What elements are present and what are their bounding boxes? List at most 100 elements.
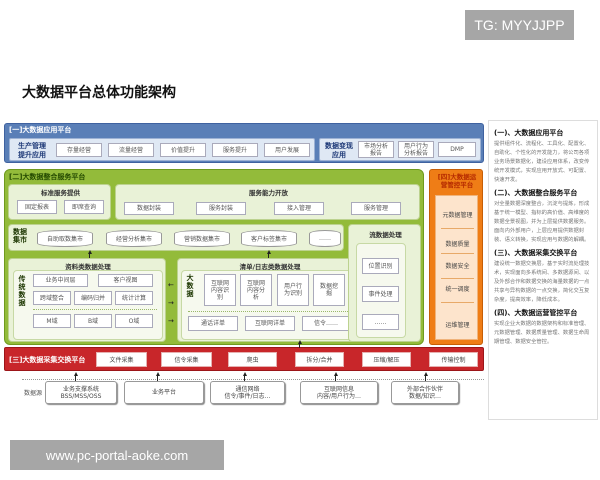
process-item: 用户行 为识别 bbox=[277, 274, 309, 306]
app-item: DMP bbox=[438, 142, 476, 157]
data-mart-cylinder: 自助取数集市 bbox=[37, 230, 93, 247]
data-source-item: 外部合作伙伴 数据/知识… bbox=[391, 381, 459, 404]
domain-item: M域 bbox=[33, 314, 71, 328]
arrow-up-icon bbox=[243, 372, 247, 376]
group-label: 数据变现 应用 bbox=[325, 142, 353, 159]
operations-items: 元数据管理 数据质量 数据安全 统一调度 运维管理 bbox=[435, 195, 478, 340]
data-mart-cylinder: 营销数据集市 bbox=[174, 230, 230, 247]
standard-service-panel: 标准服务提供 固定报表 即席查询 bbox=[8, 184, 111, 220]
connector-line bbox=[299, 344, 300, 348]
data-mart-cylinder: 经营分析集市 bbox=[106, 230, 162, 247]
collection-item: 信令采集 bbox=[161, 352, 212, 367]
ops-item: 统一调度 bbox=[445, 286, 470, 293]
app-item: 市场分析 报告 bbox=[358, 141, 394, 158]
bigdata-inner: 大 数 据 互联网 内容识 别 互联网 内容分 析 用户行 为识别 数据挖 掘 … bbox=[181, 270, 357, 340]
description-heading: (四)、大数据运营管控平台 bbox=[494, 309, 578, 317]
process-item: 互联网 内容识 别 bbox=[204, 274, 236, 306]
arrow-up-icon bbox=[334, 372, 338, 376]
layer2-header: [二]大数据整合服务平台 bbox=[9, 173, 86, 181]
production-management-group: 生产管理 提升应用 存量经营 流量经营 价值提升 服务提升 用户发展 bbox=[9, 138, 315, 161]
divider bbox=[188, 311, 354, 312]
data-mart-label: 数据 集市 bbox=[13, 228, 27, 244]
connector-line bbox=[157, 376, 158, 382]
capability-item: 服务管理 bbox=[351, 202, 401, 215]
panel-title: 服务能力开放 bbox=[249, 189, 288, 197]
collection-item: 传输控制 bbox=[429, 352, 478, 367]
connector-line bbox=[335, 376, 336, 382]
description-heading: (二)、大数据整合服务平台 bbox=[494, 189, 578, 197]
arrow-up-icon bbox=[298, 340, 302, 344]
capability-item: 接入管理 bbox=[274, 202, 324, 215]
group-label: 生产管理 提升应用 bbox=[18, 142, 46, 159]
description-body: 对全量数据深度整合，沉淀与提炼，形成基于统一模型、指标的高价值、高维度的数据全景… bbox=[494, 201, 590, 243]
traditional-data-panel: 资料类数据处理 传统 数据 业务中间层 客户视图 跨域整合 编码归并 统计计算 … bbox=[8, 258, 166, 342]
process-item: 编码归并 bbox=[74, 291, 112, 305]
watermark-top: TG: MYYJJPP bbox=[465, 10, 574, 40]
divider bbox=[441, 228, 474, 229]
divider bbox=[33, 309, 157, 310]
connector-line bbox=[425, 376, 426, 382]
arrow-up-icon bbox=[88, 250, 92, 254]
data-source-label: 数据源 bbox=[24, 390, 43, 397]
app-item: 用户行为 分析报告 bbox=[398, 141, 434, 158]
arrow-left-icon: ← bbox=[168, 281, 174, 289]
connector-line bbox=[75, 376, 76, 382]
app-item: 价值提升 bbox=[160, 143, 206, 157]
ops-item: 数据安全 bbox=[445, 263, 470, 270]
process-item: 互联网 内容分 析 bbox=[240, 274, 272, 306]
domain-item: O域 bbox=[115, 314, 153, 328]
data-source-item: 互联网信息 内容/用户行为… bbox=[300, 381, 378, 404]
layer-operations-control-platform: [四]大数据运 营管控平台 元数据管理 数据质量 数据安全 统一调度 运维管理 bbox=[429, 169, 483, 345]
layer1-header: [一]大数据应用平台 bbox=[9, 126, 72, 134]
capability-item: 数据封装 bbox=[124, 202, 174, 215]
data-source-item: 业务支撑系统 BSS/MSS/OSS bbox=[45, 381, 117, 404]
stream-panel: 流数据处理 位置识别 事件处理 …… bbox=[348, 224, 421, 342]
capability-open-panel: 服务能力开放 数据封装 服务封装 接入管理 服务管理 bbox=[115, 184, 420, 220]
collection-item: 压缩/解压 bbox=[362, 352, 411, 367]
layer4-header: [四]大数据运 营管控平台 bbox=[437, 173, 477, 189]
watermark-bottom: www.pc-portal-aoke.com bbox=[10, 440, 224, 470]
layer-integration-platform: [二]大数据整合服务平台 标准服务提供 固定报表 即席查询 服务能力开放 数据封… bbox=[4, 169, 424, 345]
traditional-inner: 传统 数据 业务中间层 客户视图 跨域整合 编码归并 统计计算 M域 B域 O域 bbox=[13, 270, 163, 340]
panel-title: 流数据处理 bbox=[369, 231, 402, 239]
page-title: 大数据平台总体功能架构 bbox=[22, 85, 176, 101]
description-heading: (三)、大数据采集交换平台 bbox=[494, 249, 578, 257]
collection-item: 爬虫 bbox=[228, 352, 277, 367]
collection-item: 拆分/合并 bbox=[295, 352, 344, 367]
panel-title: 资料类数据处理 bbox=[65, 263, 111, 271]
traditional-label: 传统 数据 bbox=[18, 275, 26, 307]
arrow-right-icon: → bbox=[168, 317, 174, 325]
divider bbox=[441, 253, 474, 254]
panel-title: 清单/日志类数据处理 bbox=[239, 263, 301, 271]
data-mart-cylinder: 客户标签集市 bbox=[241, 230, 297, 247]
process-item: 业务中间层 bbox=[33, 274, 88, 287]
arrow-right-icon: → bbox=[168, 299, 174, 307]
stream-item: 位置识别 bbox=[362, 258, 399, 274]
divider bbox=[441, 278, 474, 279]
data-source-item: 业务平台 bbox=[124, 381, 204, 404]
layer-application-platform: [一]大数据应用平台 生产管理 提升应用 存量经营 流量经营 价值提升 服务提升… bbox=[4, 123, 484, 163]
ops-item: 运维管理 bbox=[445, 322, 470, 329]
ops-item: 数据质量 bbox=[445, 241, 470, 248]
detail-item: 信令…… bbox=[302, 316, 350, 331]
layer3-header: [三]大数据采集交换平台 bbox=[9, 356, 86, 364]
bigdata-label: 大 数 据 bbox=[186, 274, 194, 298]
data-monetization-group: 数据变现 应用 市场分析 报告 用户行为 分析报告 DMP bbox=[319, 138, 481, 161]
app-item: 流量经营 bbox=[108, 143, 154, 157]
panel-title: 标准服务提供 bbox=[41, 189, 80, 197]
source-divider bbox=[22, 379, 484, 380]
service-item: 即席查询 bbox=[64, 200, 104, 214]
arrow-up-icon bbox=[74, 372, 78, 376]
arrow-up-icon bbox=[424, 372, 428, 376]
detail-item: 通话详单 bbox=[188, 316, 238, 331]
detail-item: 互联网详单 bbox=[245, 316, 295, 331]
arrow-up-icon bbox=[267, 250, 271, 254]
description-panel: (一)、大数据应用平台 提供组件化、流程化、工具化、配置化、自助化、个性化的开发… bbox=[488, 120, 598, 420]
data-mart-panel: 数据 集市 自助取数集市 经营分析集市 营销数据集市 客户标签集市 …… bbox=[8, 224, 344, 251]
description-body: 提供组件化、流程化、工具化、配置化、自助化、个性化的开发能力，将公司各项业务场景… bbox=[494, 141, 590, 183]
description-body: 建设统一数据交换层，基于实时流处理技术，实现面向多系统间、多数据源间、以及外部合… bbox=[494, 261, 590, 303]
data-mart-cylinder: …… bbox=[309, 230, 341, 247]
process-item: 数据挖 掘 bbox=[313, 274, 345, 306]
app-item: 存量经营 bbox=[56, 143, 102, 157]
arrow-up-icon bbox=[156, 372, 160, 376]
